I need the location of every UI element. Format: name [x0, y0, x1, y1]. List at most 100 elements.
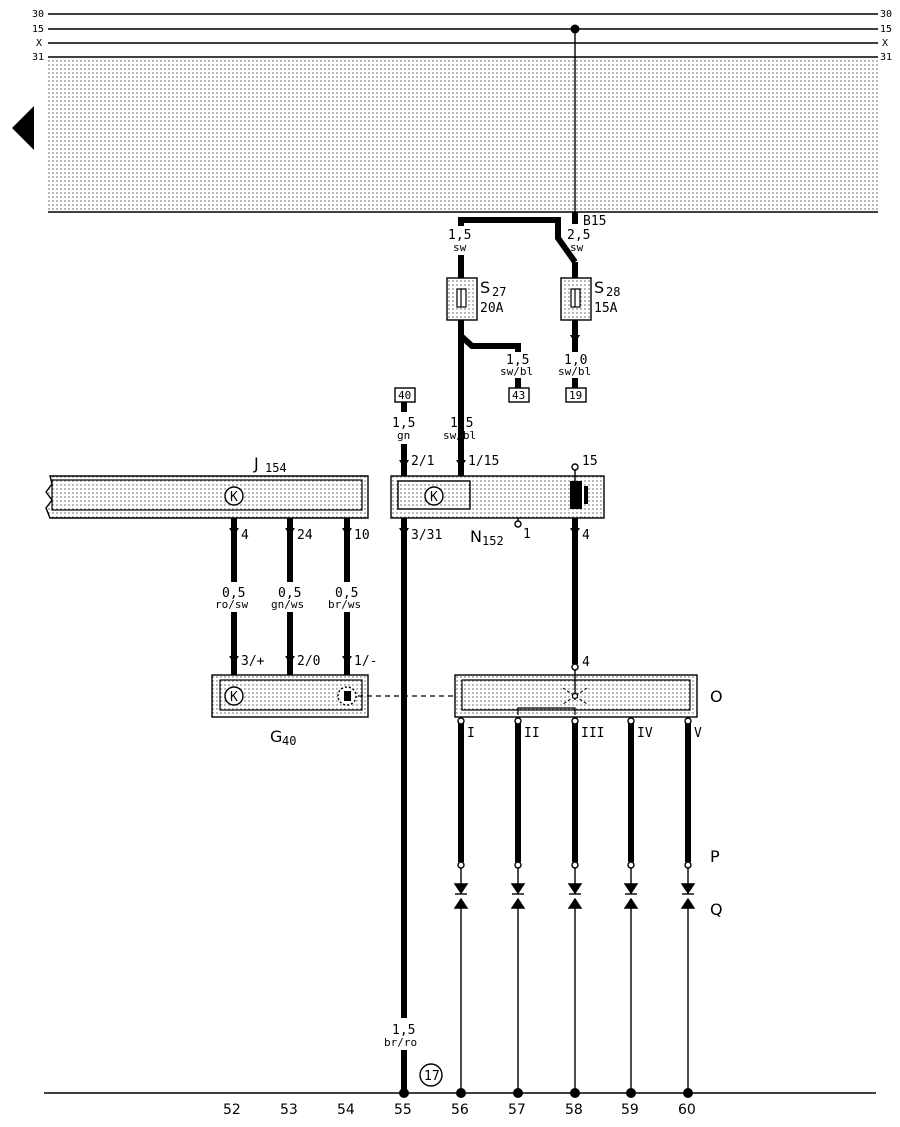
n152-sub: 152 [482, 534, 504, 548]
p-term-1 [457, 861, 465, 869]
arrow-g3-icon [229, 656, 239, 664]
spark-plug-q-label: Q [710, 900, 723, 919]
wire-s27-out-color: sw/bl [443, 429, 476, 442]
o-term-V [684, 717, 692, 725]
j154-sub: 154 [265, 461, 287, 475]
n152-k-letter: K [430, 490, 438, 505]
busbar-s27-s28 [458, 217, 578, 264]
spark-plug-connector-p-label: P [710, 847, 720, 866]
distributor-o-label: O [710, 687, 723, 706]
fuse-s28-rating: 15A [594, 301, 618, 316]
arrow-j10-icon [342, 528, 352, 536]
wire-s27-branch-color: sw/bl [500, 365, 533, 378]
track-number: 55 [394, 1102, 412, 1118]
g40-name: G [270, 727, 282, 746]
fuse-s28 [560, 277, 592, 321]
n152-k-symbol-icon [424, 486, 444, 506]
wire-s28-in-size: 2,5 [567, 228, 590, 243]
rail-label-x-left: X [36, 38, 42, 49]
ref-19-label: 19 [569, 389, 582, 402]
pin-n152-331: 3/31 [411, 528, 442, 543]
o-term-I [457, 717, 465, 725]
ignition-transformer-n152 [390, 475, 605, 519]
pin-j154-10: 10 [354, 528, 370, 543]
pin-j154-4: 4 [241, 528, 249, 543]
o-pin4-terminal [571, 663, 579, 671]
b15-stub [572, 212, 578, 224]
rail-label-15-left: 15 [32, 24, 44, 35]
pin-o-II: II [524, 726, 540, 741]
pin-n152-21: 2/1 [411, 454, 434, 469]
pin-g40-1: 1/- [354, 654, 377, 669]
track-number: 54 [337, 1102, 355, 1118]
track-number: 59 [621, 1102, 639, 1118]
g40-sensor-core [344, 691, 351, 701]
wire-s27-in-size: 1,5 [448, 228, 471, 243]
ref-43-box[interactable] [508, 387, 530, 403]
n152-name: N [470, 527, 482, 546]
track-number: 58 [565, 1102, 583, 1118]
ground-point-17-label: 17 [424, 1069, 440, 1084]
rail-label-30-right: 30 [880, 9, 892, 20]
rail-label-31-left: 31 [32, 52, 44, 63]
g40-k-symbol-icon [224, 686, 244, 706]
arrow-pin-115-icon [456, 460, 466, 468]
ground-junction-60 [683, 1088, 693, 1098]
fuse-s27-name: S [480, 278, 490, 297]
ref-40-label: 40 [398, 389, 411, 402]
arrow-n4-icon [570, 528, 580, 536]
wire-s27-branch-size: 1,5 [506, 353, 529, 368]
fuse-s28-sub: 28 [606, 285, 620, 299]
pin-o-III: III [581, 726, 604, 741]
ground-point-17-marker[interactable] [419, 1063, 443, 1087]
p-term-5 [684, 861, 692, 869]
track-number: 52 [223, 1102, 241, 1118]
p-term-3 [571, 861, 579, 869]
pin-o-I: I [467, 726, 475, 741]
rail-label-x-right: X [882, 38, 888, 49]
fuse-s27-rating: 20A [480, 301, 504, 316]
track-number: 57 [508, 1102, 526, 1118]
wire-40-color: gn [397, 429, 410, 442]
ground-junction-57 [513, 1088, 523, 1098]
wire-s28-in-color: sw [570, 241, 584, 254]
g40-k-letter: K [230, 690, 238, 705]
pin-j154-24: 24 [297, 528, 313, 543]
wire-j4-color: ro/sw [215, 598, 248, 611]
track-number: 56 [451, 1102, 469, 1118]
arrow-s28-out-icon [570, 335, 580, 343]
arrow-pin-21-icon [399, 460, 409, 468]
ref-19-box[interactable] [565, 387, 587, 403]
pin-o-4: 4 [582, 655, 590, 670]
control-unit-j154 [45, 475, 369, 519]
wire-j10-size: 0,5 [335, 586, 358, 601]
ground-junction-55 [399, 1088, 409, 1098]
previous-page-arrow-icon[interactable] [12, 106, 34, 150]
track-number: 60 [678, 1102, 696, 1118]
ground-junction-58 [570, 1088, 580, 1098]
o-term-III [571, 717, 579, 725]
wire-s27-in-color: sw [453, 241, 467, 254]
wire-s28-out-color: sw/bl [558, 365, 591, 378]
pin-g40-3: 3/+ [241, 654, 265, 669]
ground-junction-56 [456, 1088, 466, 1098]
rail-label-31-right: 31 [880, 52, 892, 63]
o-term-II [514, 717, 522, 725]
arrow-n331-icon [399, 528, 409, 536]
wire-ground-color: br/ro [384, 1036, 417, 1049]
connector-b15-label: B15 [583, 214, 606, 229]
fuse-s27 [446, 277, 478, 321]
wire-s27-branch [458, 333, 521, 352]
pin-n152-115: 1/15 [468, 454, 499, 469]
pin-n152-4: 4 [582, 528, 590, 543]
wire-j10-color: br/ws [328, 598, 361, 611]
p-term-4 [627, 861, 635, 869]
wire-40-size: 1,5 [392, 416, 415, 431]
distributor-o [454, 670, 698, 718]
wire-s27-out-size: 1,5 [450, 416, 473, 431]
o-term-IV [627, 717, 635, 725]
fuse-s28-name: S [594, 278, 604, 297]
n152-pin15-terminal [571, 463, 579, 471]
ground-junction-59 [626, 1088, 636, 1098]
rail-label-30-left: 30 [32, 9, 44, 20]
